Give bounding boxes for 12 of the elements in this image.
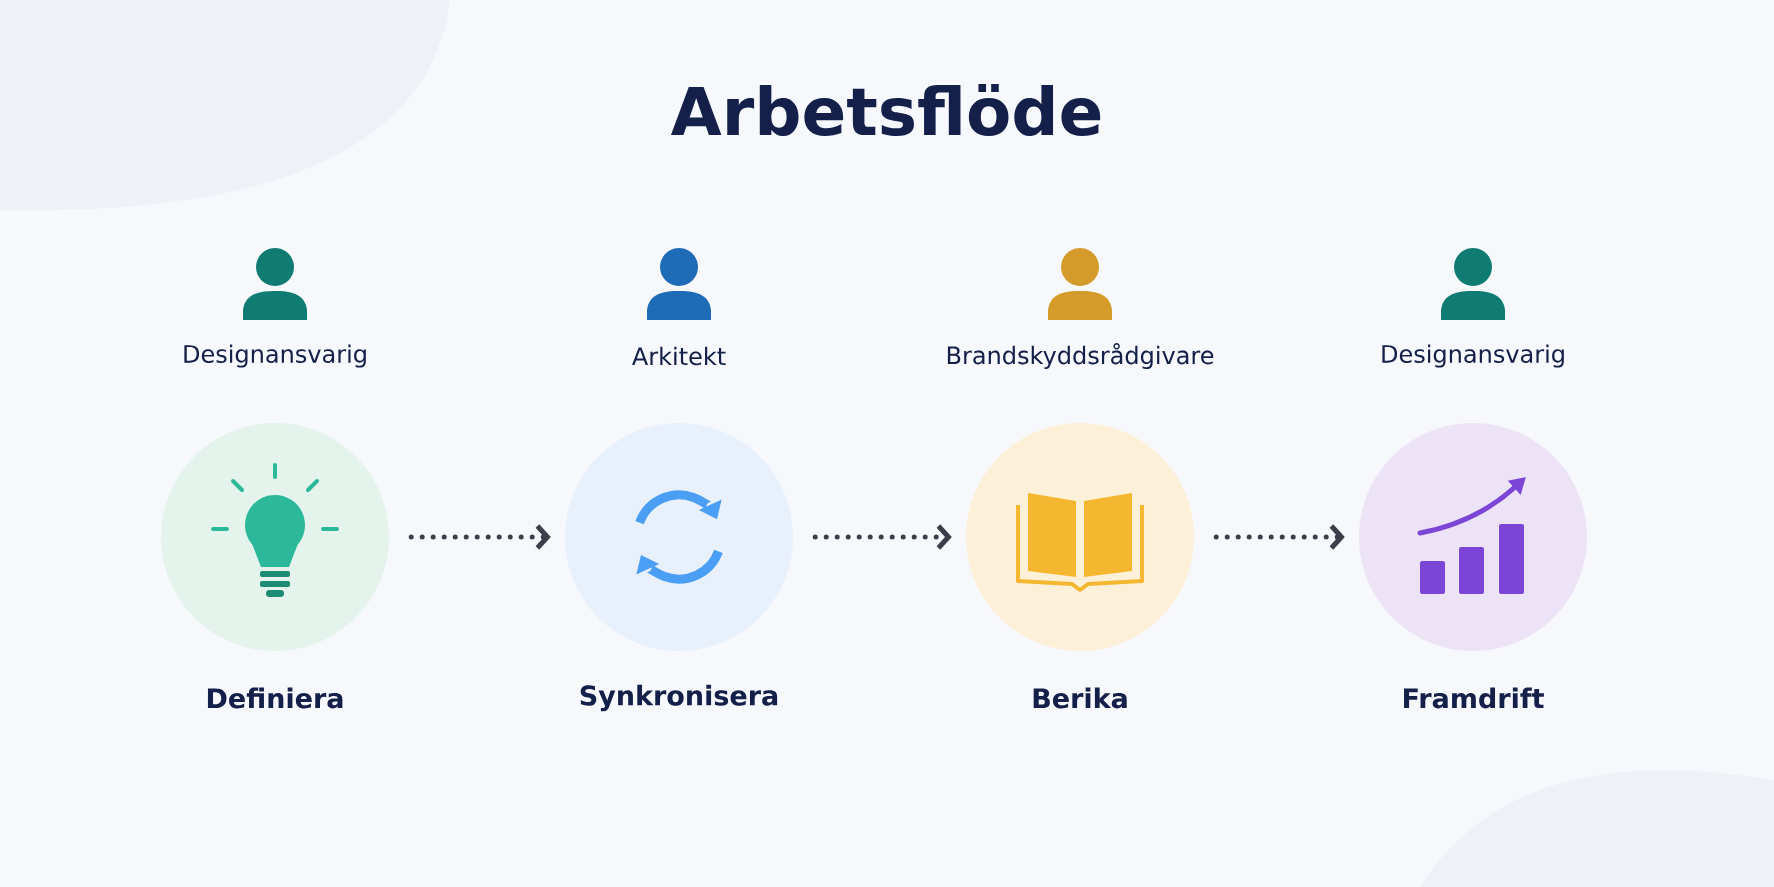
role-label: Designansvarig	[1382, 344, 1564, 368]
step-label: Definiera	[207, 687, 343, 709]
title: Arbetsflöde	[670, 84, 1101, 136]
role-label: Brandskyddsrådgivare	[947, 343, 1214, 370]
arrow	[1213, 524, 1345, 550]
role-label: Arkitekt	[632, 346, 726, 366]
arrow	[408, 524, 551, 550]
step-label: Berika	[1033, 687, 1127, 709]
arrow	[812, 524, 952, 550]
role-label: Designansvarig	[184, 344, 366, 368]
step-label: Synkronisera	[580, 684, 778, 712]
step-label: Framdrift	[1404, 687, 1544, 709]
